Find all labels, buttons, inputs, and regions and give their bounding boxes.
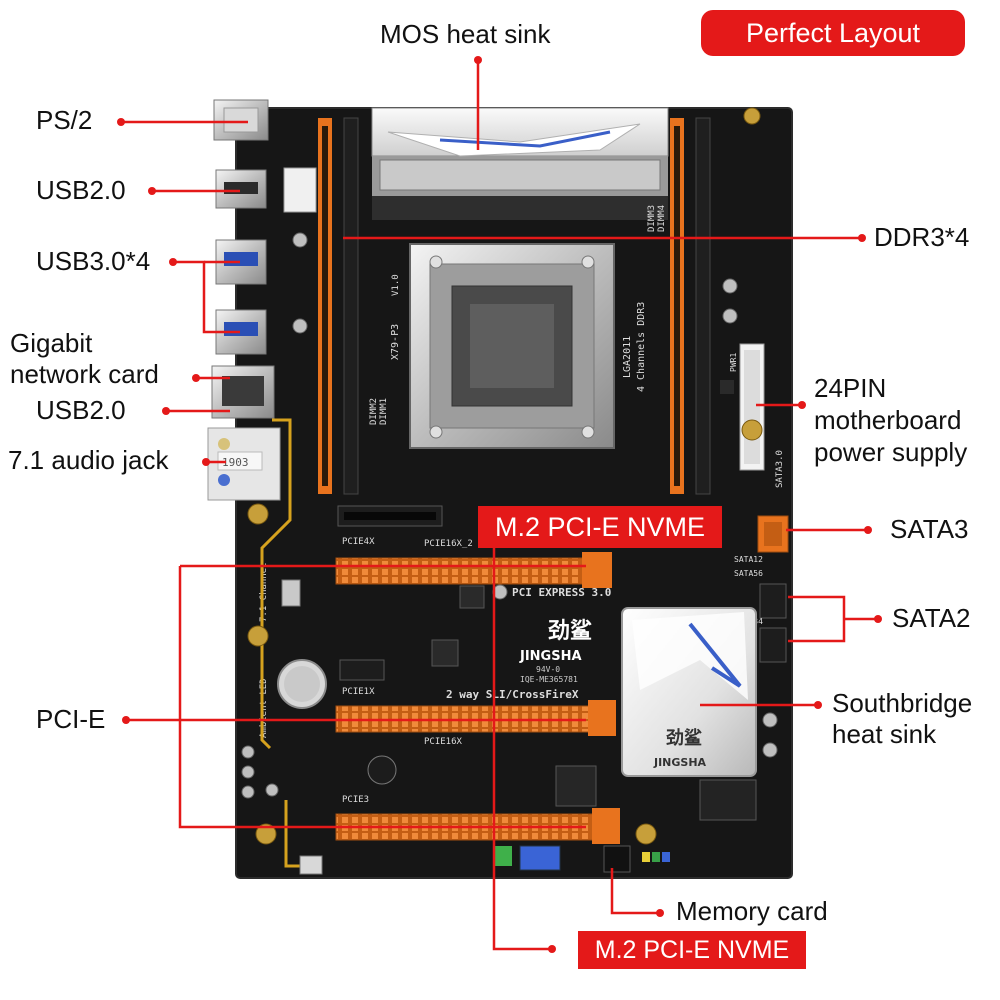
audio-code-text: 1903 (222, 456, 249, 469)
usb3-header (519, 845, 561, 871)
brand-text: JINGSHA (519, 649, 582, 664)
version-text: V1.0 (391, 274, 401, 296)
sb-brand-cn-text: 劲鲨 (666, 727, 702, 749)
usb20-top-label: USB2.0 (36, 175, 126, 205)
ddr3x4-label: DDR3*4 (874, 222, 970, 252)
dimm3-text: DIMM3 (647, 205, 657, 232)
southbridge-label-line2: heat sink (832, 719, 937, 749)
gigabit-label-line2: network card (10, 359, 159, 389)
mos-heat-sink (371, 107, 669, 220)
pcie16x-slot-2 (335, 705, 605, 733)
pcie16x2-text: PCIE16X_2 (424, 539, 473, 549)
cert-2-text: IQE-ME365781 (520, 675, 578, 684)
pcie1x-slot (339, 659, 385, 681)
rear-io-panel: 1903 (207, 99, 281, 501)
gigabit-label-line1: Gigabit (10, 328, 93, 358)
m2-nvme-bottom-text: M.2 PCI-E NVME (594, 935, 790, 964)
pcie4x-text: PCIE4X (342, 537, 375, 547)
m2-nvme-bottom-badge: M.2 PCI-E NVME (578, 931, 806, 969)
dimm-slot-4 (695, 117, 711, 495)
pcie1x-text: PCIE1X (342, 687, 375, 697)
pcie-label: PCI-E (36, 704, 106, 734)
usb30x4-label: USB3.0*4 (36, 246, 151, 276)
sata3-pcb-text: SATA3.0 (775, 450, 785, 488)
dimm4-text: DIMM4 (657, 205, 667, 232)
sata2-port-1 (759, 583, 787, 619)
perfect-layout-text: Perfect Layout (745, 17, 921, 48)
sata2-label: SATA2 (892, 603, 971, 633)
pwr1-text: PWR1 (729, 353, 738, 372)
cpu-socket: X79-P3 V1.0 LGA2011 4 Channels DDR3 (390, 243, 647, 449)
24pin-label-line1: 24PIN (814, 373, 887, 403)
channels-text: 4 Channels DDR3 (636, 302, 647, 392)
pcie16x-text: PCIE16X (424, 737, 463, 747)
debug-display (603, 845, 631, 873)
pci-express-text: PCI EXPRESS 3.0 (512, 586, 611, 599)
24pin-label-line3: power supply (814, 437, 968, 467)
model-text: X79-P3 (390, 324, 401, 360)
usb20-bottom-label: USB2.0 (36, 395, 126, 425)
ps2-label: PS/2 (36, 105, 93, 135)
sata56-text: SATA56 (734, 569, 763, 578)
dimm-slot-2 (343, 117, 359, 495)
pcie16x-slot-3 (335, 813, 605, 841)
sata3-label: SATA3 (890, 514, 969, 544)
eps-8pin (283, 167, 317, 213)
mos-heat-sink-label: MOS heat sink (380, 19, 551, 49)
pcie16x-slot-1 (335, 557, 605, 585)
24pin-label-line2: motherboard (814, 405, 962, 435)
sb-brand-text: JINGSHA (653, 756, 707, 769)
audio-jack-label: 7.1 audio jack (8, 445, 169, 475)
m2-nvme-top-badge: M.2 PCI-E NVME (478, 506, 722, 548)
m2-nvme-top-text: M.2 PCI-E NVME (494, 511, 706, 542)
dimm-slots: DIMM2 DIMM1 DIMM3 DIMM4 (318, 117, 711, 495)
dimm1-text: DIMM1 (379, 398, 389, 425)
southbridge-label-line1: Southbridge (832, 688, 973, 718)
socket-text: LGA2011 (622, 336, 633, 378)
southbridge-heat-sink: 劲鲨 JINGSHA (621, 607, 757, 777)
pcie3-text: PCIE3 (342, 795, 369, 805)
memory-card-label: Memory card (676, 896, 828, 926)
brand-cn-text: 劲鲨 (548, 619, 592, 644)
sata12-text: SATA12 (734, 555, 763, 564)
sata2-port-2 (759, 627, 787, 663)
sli-text: 2 way SLI/CrossFireX (446, 688, 579, 701)
cert-1-text: 94V-0 (536, 665, 560, 674)
perfect-layout-badge: Perfect Layout (701, 10, 965, 56)
dimm2-text: DIMM2 (369, 398, 379, 425)
